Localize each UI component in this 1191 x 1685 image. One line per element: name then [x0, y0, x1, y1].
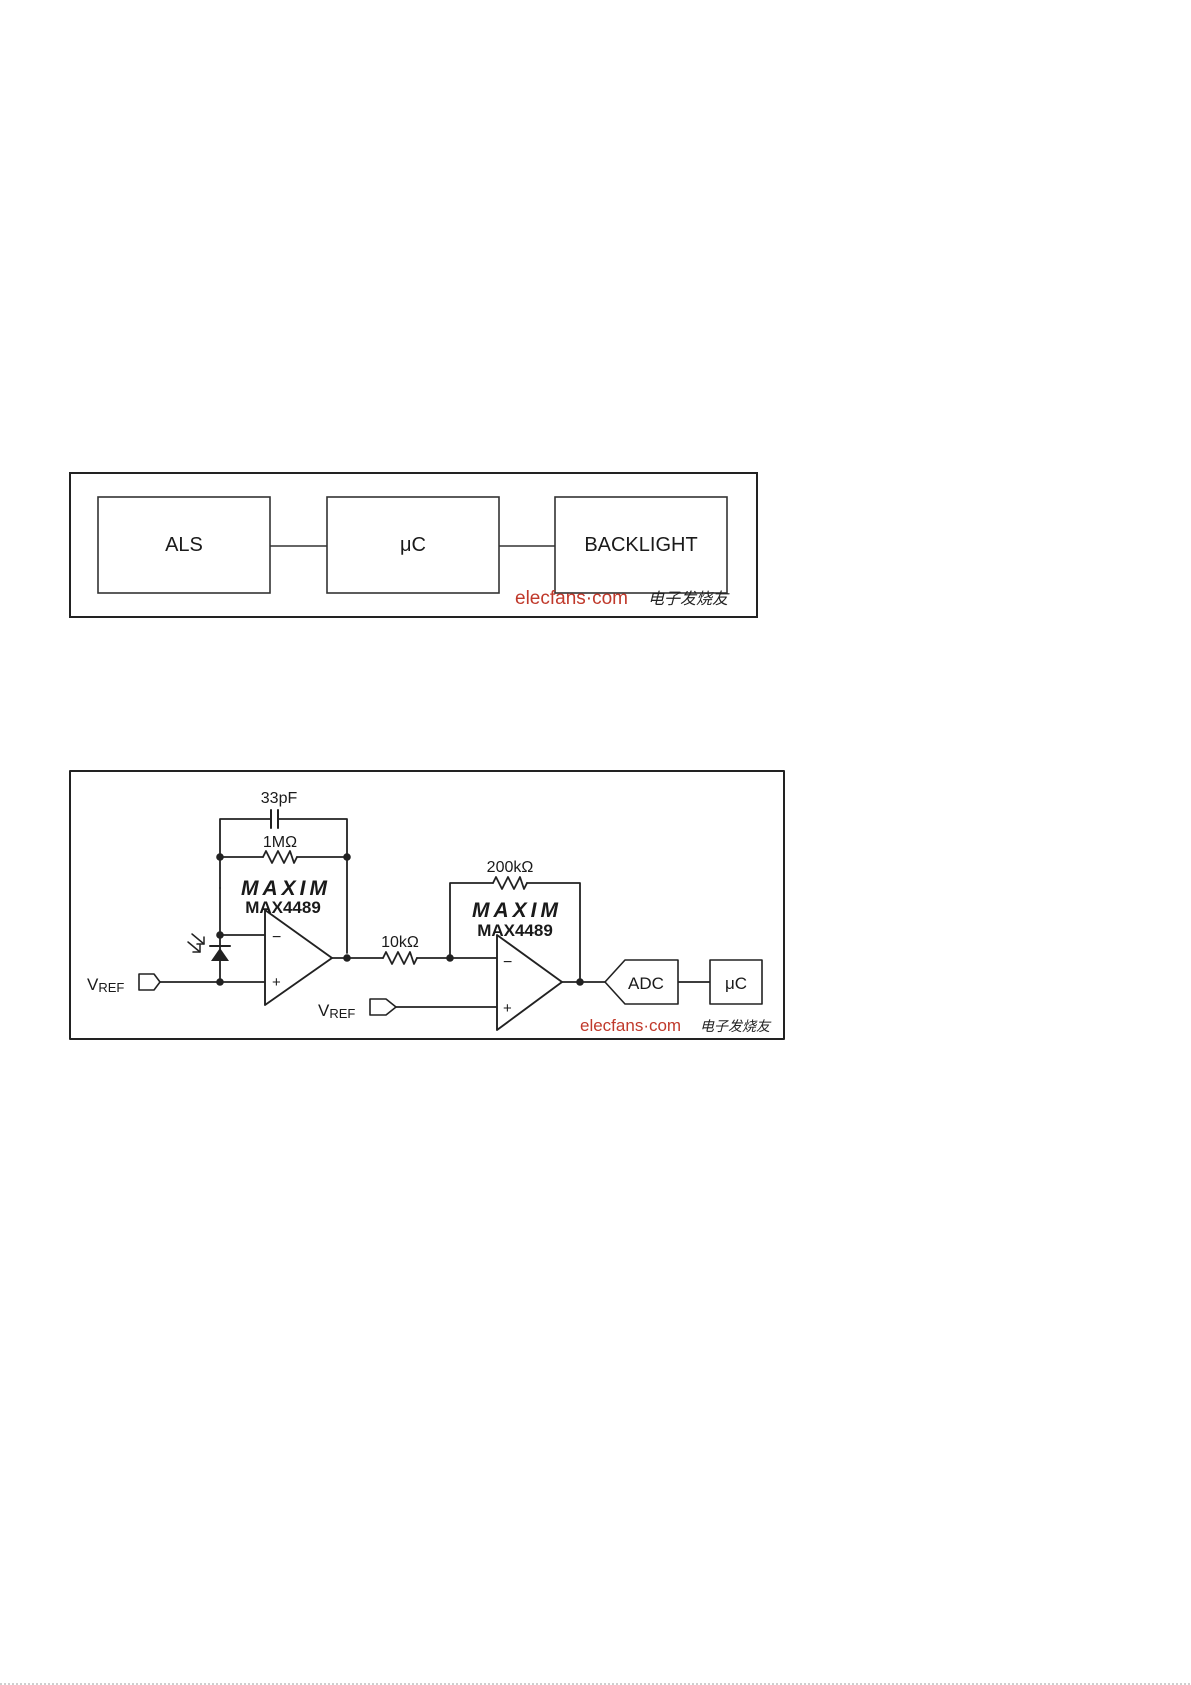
uc-label-2: μC [725, 974, 747, 993]
adc-label: ADC [628, 974, 664, 993]
block-diagram: ALS μC BACKLIGHT elecfans·com 电子发烧友 [70, 473, 757, 617]
watermark-site-2: elecfans·com [580, 1016, 681, 1035]
watermark-cjk-2: 电子发烧友 [700, 1019, 772, 1035]
opamp-2-part: MAX4489 [477, 921, 553, 940]
circuit-diagram: − + − + VREF VREF ADC μC 33pF 1MΩ 10kΩ 2… [70, 771, 784, 1039]
opamp-1-minus: − [272, 929, 281, 946]
resistor-200k-label: 200kΩ [487, 859, 534, 876]
resistor-10k-label: 10kΩ [381, 934, 419, 951]
opamp-1-part: MAX4489 [245, 898, 321, 917]
uc-label: μC [400, 534, 426, 556]
als-label: ALS [165, 534, 203, 556]
maxim-logo-1: MAXIM [241, 877, 331, 900]
maxim-logo-2: MAXIM [472, 899, 562, 922]
watermark-cjk: 电子发烧友 [648, 589, 730, 608]
backlight-label: BACKLIGHT [584, 534, 697, 556]
watermark-site: elecfans·com [515, 588, 628, 609]
opamp-1-plus: + [272, 974, 281, 991]
capacitor-label: 33pF [261, 790, 298, 807]
resistor-1m-label: 1MΩ [263, 834, 297, 851]
opamp-2-plus: + [503, 1000, 512, 1017]
opamp-2-minus: − [503, 954, 512, 971]
